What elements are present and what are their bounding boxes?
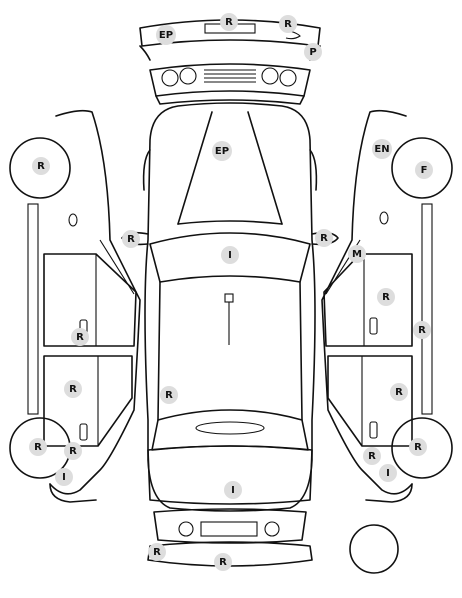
marker-badge	[29, 438, 47, 456]
marker-code: R	[153, 547, 161, 558]
marker-right-front-wheel[interactable]: F	[415, 161, 433, 179]
marker-badge	[212, 141, 232, 161]
marker-badge	[220, 13, 238, 31]
marker-code: R	[69, 446, 77, 457]
marker-left-front-wheel[interactable]: R	[32, 157, 50, 175]
marker-left-rear-wheel[interactable]: R	[29, 438, 47, 456]
right-side[interactable]	[321, 109, 453, 503]
marker-right-rear-door[interactable]: R	[390, 383, 408, 401]
marker-code: R	[165, 390, 173, 401]
marker-badge	[390, 383, 408, 401]
marker-code: R	[320, 233, 328, 244]
front-fascia[interactable]	[149, 63, 311, 105]
marker-right-mirror[interactable]: R	[315, 229, 333, 247]
marker-badge	[214, 553, 232, 571]
marker-badge	[224, 481, 242, 499]
marker-left-rear-quarter[interactable]: I	[55, 468, 73, 486]
marker-badge	[148, 543, 166, 561]
marker-hood[interactable]: EP	[212, 141, 232, 161]
marker-code: R	[418, 325, 426, 336]
marker-badge	[315, 229, 333, 247]
marker-code: EP	[159, 30, 173, 41]
marker-badge	[32, 157, 50, 175]
marker-code: R	[284, 19, 292, 30]
marker-left-rear-door[interactable]: R	[64, 380, 82, 398]
marker-badge	[409, 438, 427, 456]
trunk-lid[interactable]	[147, 445, 313, 505]
marker-code: I	[228, 250, 232, 261]
marker-front-bumper-top-ep[interactable]: EP	[156, 25, 176, 45]
marker-front-bumper-top-r1[interactable]: R	[220, 13, 238, 31]
rear-window[interactable]	[151, 409, 309, 451]
marker-badge	[304, 43, 322, 61]
marker-badge	[413, 321, 431, 339]
marker-code: R	[76, 332, 84, 343]
marker-badge	[122, 230, 140, 248]
marker-left-mirror[interactable]: R	[122, 230, 140, 248]
marker-right-rear-wheel[interactable]: R	[409, 438, 427, 456]
marker-badge	[156, 25, 176, 45]
marker-roof-rear[interactable]: R	[160, 386, 178, 404]
marker-code: EN	[374, 144, 389, 155]
marker-code: P	[309, 47, 316, 58]
marker-left-rear-door-lower[interactable]: R	[64, 442, 82, 460]
marker-code: I	[231, 485, 235, 496]
marker-right-front-door[interactable]: R	[377, 288, 395, 306]
marker-badge	[64, 442, 82, 460]
marker-code: R	[127, 234, 135, 245]
marker-badge	[348, 245, 366, 263]
marker-code: I	[386, 468, 390, 479]
left-side[interactable]	[9, 109, 141, 503]
marker-code: M	[352, 249, 362, 260]
marker-code: R	[37, 161, 45, 172]
marker-code: R	[34, 442, 42, 453]
marker-badge	[221, 246, 239, 264]
marker-badge	[55, 468, 73, 486]
marker-right-rear-door-lower[interactable]: R	[363, 447, 381, 465]
marker-code: R	[69, 384, 77, 395]
marker-badge	[363, 447, 381, 465]
marker-code: R	[414, 442, 422, 453]
marker-badge	[379, 464, 397, 482]
marker-front-bumper-top-r2[interactable]: R	[279, 15, 297, 33]
marker-right-rocker[interactable]: R	[413, 321, 431, 339]
marker-code: R	[368, 451, 376, 462]
marker-front-bumper-p[interactable]: P	[304, 43, 322, 61]
marker-badge	[71, 328, 89, 346]
marker-trunk[interactable]: I	[224, 481, 242, 499]
car-body-top[interactable]	[142, 102, 318, 512]
marker-right-front-fender[interactable]: EN	[372, 139, 392, 159]
marker-badge	[377, 288, 395, 306]
marker-code: R	[382, 292, 390, 303]
marker-right-front-door-top[interactable]: M	[348, 245, 366, 263]
windshield[interactable]	[149, 232, 311, 283]
marker-code: EP	[215, 146, 229, 157]
marker-right-rear-quarter[interactable]: I	[379, 464, 397, 482]
marker-badge	[372, 139, 392, 159]
marker-code: R	[225, 17, 233, 28]
marker-left-front-door[interactable]: R	[71, 328, 89, 346]
marker-code: R	[395, 387, 403, 398]
roof[interactable]	[157, 281, 303, 421]
marker-rear-bumper-r2[interactable]: R	[214, 553, 232, 571]
spare-tire[interactable]	[349, 524, 399, 574]
marker-rear-bumper-r1[interactable]: R	[148, 543, 166, 561]
marker-badge	[64, 380, 82, 398]
marker-code: R	[219, 557, 227, 568]
marker-badge	[160, 386, 178, 404]
marker-badge	[415, 161, 433, 179]
marker-windshield[interactable]: I	[221, 246, 239, 264]
marker-badge	[279, 15, 297, 33]
rear-bumper[interactable]	[147, 508, 313, 567]
marker-code: I	[62, 472, 66, 483]
marker-code: F	[421, 165, 428, 176]
